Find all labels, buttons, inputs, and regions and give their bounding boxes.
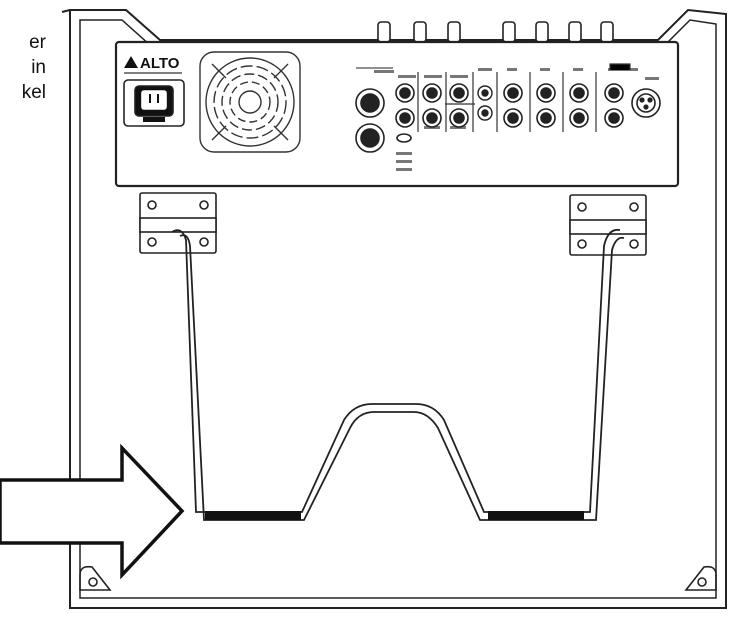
grip-right xyxy=(488,511,584,520)
pointer-arrow xyxy=(0,443,185,580)
quarter-inch-jacks[interactable] xyxy=(395,83,624,128)
rubber-grips xyxy=(205,511,584,520)
foot-right xyxy=(684,565,717,591)
instruction-caption: er in kel xyxy=(0,30,46,105)
brand-logo: ALTO xyxy=(124,55,182,74)
link-out-jacks[interactable] xyxy=(355,67,412,153)
brand-logo-text: ALTO xyxy=(140,55,180,72)
fan-grille xyxy=(199,51,301,153)
handle-brackets xyxy=(139,192,647,256)
panel-dividers xyxy=(417,63,631,132)
rear-control-panel: ALTO xyxy=(114,40,680,188)
corner-feet xyxy=(79,565,717,591)
top-knobs xyxy=(377,21,614,43)
power-inlet[interactable] xyxy=(123,79,185,127)
aux-rca-jacks[interactable] xyxy=(477,85,493,121)
xlr-input-jack[interactable] xyxy=(631,88,661,118)
caption-line-2: in xyxy=(31,57,46,78)
speaker-cabinet xyxy=(61,8,727,609)
caption-line-3: kel xyxy=(21,82,46,103)
tilt-stand-wire[interactable] xyxy=(171,228,625,521)
foot-left xyxy=(79,565,112,591)
grip-left xyxy=(205,511,301,520)
caption-line-1: er xyxy=(29,32,46,53)
